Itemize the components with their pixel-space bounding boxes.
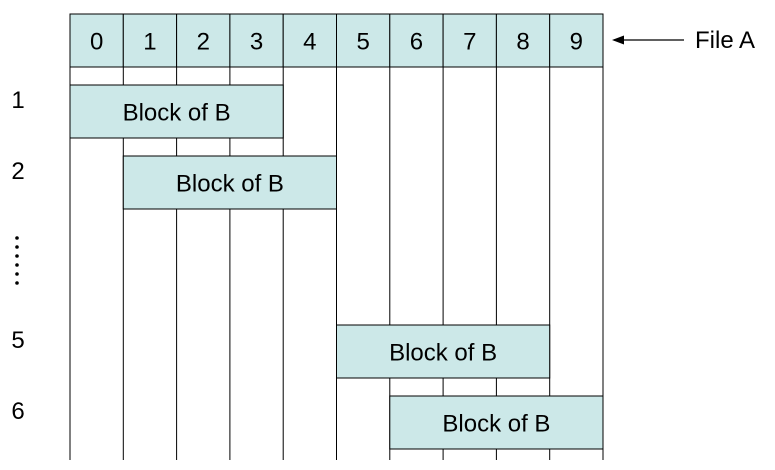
file-a-cell [122, 13, 178, 68]
file-a-cell-label: 2 [197, 29, 210, 56]
block-of-b-label: Block of B [389, 340, 497, 367]
file-a-cell-label: 8 [516, 29, 529, 56]
file-a-cell [336, 13, 391, 68]
file-a-cell [389, 13, 444, 68]
block-of-b-label: Block of B [176, 171, 284, 198]
file-a-cell [495, 13, 551, 68]
block-of-b [336, 324, 551, 379]
row-label: 6 [11, 398, 24, 425]
file-a-cell-label: 3 [250, 29, 263, 56]
block-of-b-label: Block of B [442, 411, 550, 438]
file-a-cell-label: 7 [463, 29, 476, 56]
row-label: 5 [11, 327, 24, 354]
block-of-b [389, 395, 604, 450]
file-a-arrow [612, 35, 684, 45]
file-a-cell [282, 13, 338, 68]
block-of-b [69, 84, 284, 139]
file-a-cell-label: 1 [143, 29, 156, 56]
file-a-cell-label: 6 [410, 29, 423, 56]
column-grid-lines [69, 14, 604, 460]
file-a-cell [69, 13, 124, 68]
file-a-cell [229, 13, 284, 68]
file-a-cell-label: 5 [356, 29, 369, 56]
file-a-cell-label: 9 [570, 29, 583, 56]
row-labels: 1 2 5 6 [11, 87, 24, 425]
row-ellipsis [15, 236, 19, 285]
row-label: 2 [11, 158, 24, 185]
row-label: 1 [11, 87, 24, 114]
file-a-cells: 0 1 2 3 4 5 6 7 8 9 [69, 13, 604, 68]
block-of-b-label: Block of B [123, 100, 231, 127]
block-of-b [122, 155, 337, 210]
block-rows: Block of B Block of B Block of B Block of B [69, 84, 604, 450]
file-a-cell [549, 13, 604, 68]
file-a-cell-label: 0 [90, 29, 103, 56]
file-a-label: File A [695, 27, 755, 54]
file-a-cell-label: 4 [303, 29, 316, 56]
